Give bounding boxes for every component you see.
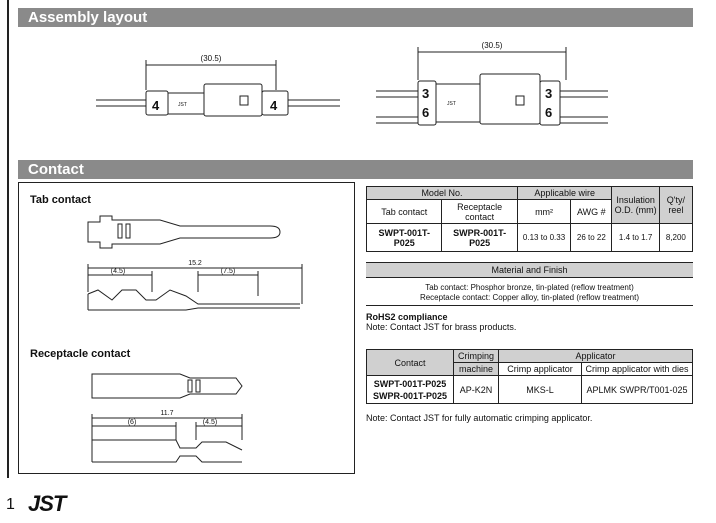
cell-contact-1: SWPT-001T-P025 [373,378,447,389]
material-line-2: Receptacle contact: Copper alloy, tin-pl… [419,293,640,302]
cell-machine: AP-K2N [453,375,499,404]
hdr-applicator: Applicator [498,349,693,363]
cell-rec-model: SWPR-001T-P025 [441,223,518,252]
margin-rule [7,0,9,478]
hdr-crimp-applicator-dies: Crimp applicator with dies [581,362,693,376]
tab-dim-b: (7.5) [221,268,235,275]
rec-dim-total: 11.7 [160,410,173,417]
section-title-contact: Contact [18,160,693,179]
hdr-insulation: Insulation O.D. (mm) [611,186,660,224]
hdr-awg: AWG # [570,199,613,224]
contact-drawing-box [18,182,355,474]
rohs-title: RoHS2 compliance [366,312,448,322]
page-number: 1 [6,496,15,513]
hdr-receptacle-contact: Receptacle contact [441,199,518,224]
cell-applicator-dies: APLMK SWPR/T001-025 [581,375,693,404]
material-header: Material and Finish [366,262,693,278]
section-title-assembly: Assembly layout [18,8,693,27]
bottom-note: Note: Contact JST for fully automatic cr… [366,413,593,423]
hdr-crimp-applicator: Crimp applicator [498,362,582,376]
rec-dim-b: (4.5) [203,419,217,426]
rohs-note: Note: Contact JST for brass products. [366,322,517,332]
cell-mm2: 0.13 to 0.33 [516,223,572,252]
left-logo: JST [178,102,187,108]
right-mark-bot-b: 6 [545,105,552,120]
hdr-qty: Q'ty/ reel [658,186,694,224]
right-logo: JST [447,101,456,107]
hdr-contact: Contact [366,349,454,376]
jst-logo: JST [28,491,66,516]
hdr-model-no: Model No. [366,186,518,200]
right-mark-top-a: 3 [422,86,429,101]
hdr-machine: machine [453,362,499,376]
left-mark-b: 4 [270,98,278,113]
cell-qty: 8,200 [658,223,694,252]
left-mark-a: 4 [152,98,160,113]
cell-applicator: MKS-L [498,375,582,404]
material-line-1: Tab contact: Phosphor bronze, tin-plated… [425,283,634,292]
left-dim-text: (30.5) [201,54,222,63]
hdr-applicable-wire: Applicable wire [516,186,613,200]
cell-tab-model: SWPT-001T-P025 [365,223,443,252]
right-mark-bot-a: 6 [422,105,429,120]
rec-dim-a: (6) [128,419,137,426]
tab-dim-a: (4.5) [111,268,125,275]
cell-awg: 26 to 22 [570,223,613,252]
receptacle-contact-title: Receptacle contact [30,348,131,360]
tab-contact-title: Tab contact [30,194,91,206]
cell-od: 1.4 to 1.7 [611,223,660,252]
tab-dim-total: 15.2 [188,260,202,267]
right-dim-text: (30.5) [482,41,503,50]
right-mark-top-b: 3 [545,86,552,101]
hdr-mm2: mm² [516,199,572,224]
model-table: Model No. Applicable wire Insulation O.D… [365,186,694,252]
left-housing-end-b [261,90,289,116]
applicator-table: Contact Crimping Applicator machine Crim… [366,349,693,404]
assembly-drawings: (30.5) (30.5) 4 4 JST 3 6 3 6 JST [96,41,608,126]
cell-contact-2: SWPR-001T-P025 [372,390,448,401]
cell-contacts: SWPT-001T-P025 SWPR-001T-P025 [366,375,454,404]
material-rule [366,305,693,306]
hdr-crimping: Crimping [453,349,499,363]
hdr-tab-contact: Tab contact [365,199,443,224]
left-window [239,95,249,106]
